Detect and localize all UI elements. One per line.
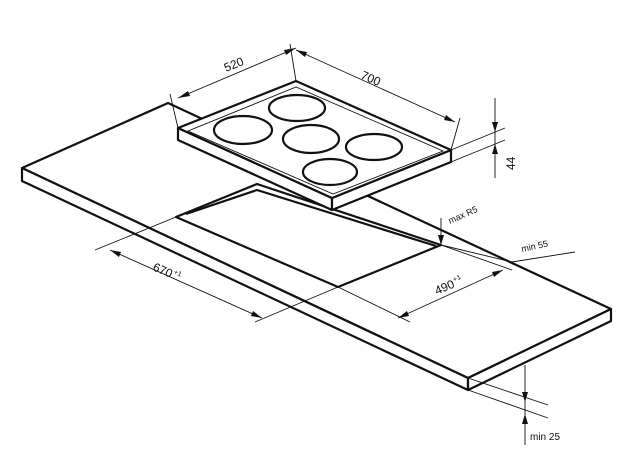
cutout-inner-wall: [185, 188, 437, 248]
countertop-side-edge: [466, 307, 613, 392]
label-cutout-depth-tolerance: +1: [452, 274, 462, 284]
label-hob-width: 700: [359, 68, 383, 89]
hob-bevel: [186, 86, 445, 195]
burner-back-left: [267, 93, 327, 123]
label-edge-distance: min 55: [520, 239, 549, 254]
label-corner-radius: max R5: [447, 204, 479, 226]
label-cutout-width-tolerance: +1: [173, 269, 183, 279]
dimension-lines: [94, 43, 576, 445]
burner-front-left: [212, 114, 274, 146]
burner-right: [344, 132, 404, 162]
burner-front: [301, 157, 359, 187]
label-countertop-thickness: min 25: [530, 432, 560, 443]
burner-center: [281, 123, 341, 155]
label-hob-height: 44: [504, 156, 518, 170]
label-hob-depth: 520: [222, 54, 246, 75]
